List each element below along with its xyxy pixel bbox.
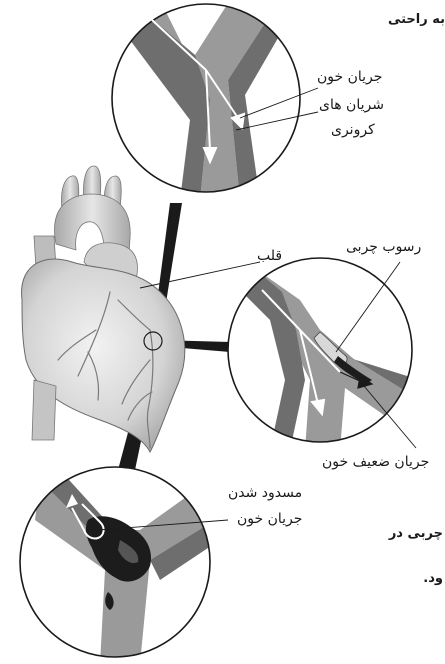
label-blood-flow: جریان خون — [317, 70, 382, 84]
margin-text-top: به راحتی — [388, 13, 445, 26]
heart-illustration — [22, 166, 185, 452]
magnified-healthy-artery — [100, 0, 300, 200]
magnified-fat-deposit — [228, 258, 420, 450]
label-blockage-line2: جریان خون — [237, 512, 302, 526]
leader-heart — [140, 262, 260, 288]
margin-text-mid-2: ود. — [423, 572, 443, 585]
label-coronary-line1: شریان های — [319, 98, 384, 112]
margin-text-mid-1: چربی در — [389, 527, 443, 540]
label-blockage-line1: مسدود شدن — [228, 486, 302, 500]
label-heart: قلب — [257, 249, 282, 263]
label-weak-flow: جریان ضعیف خون — [322, 455, 429, 469]
label-coronary-line2: کرونری — [331, 123, 375, 137]
magnified-blockage — [20, 467, 220, 664]
label-fat-deposit: رسوب چربی — [346, 240, 421, 254]
